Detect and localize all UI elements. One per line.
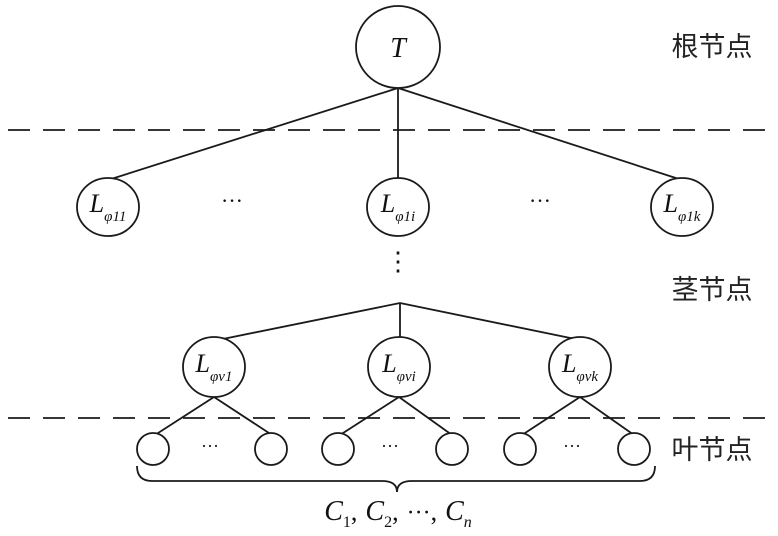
root-level-label: 根节点 [672,32,753,63]
last-level-node-left-label: Lφv1 [195,349,233,385]
class-labels: C1,C2,···,Cn [324,496,472,531]
leaf-node-4 [435,432,469,466]
leaf-ellipsis-1: ··· [201,436,219,456]
edge-leaf-6 [579,396,635,436]
edge-leaf-5 [521,396,581,436]
edge-stem-to-last-right [399,302,581,341]
edge-root-to-first-left [107,87,399,181]
leaf-ellipsis-2: ··· [381,436,399,456]
first-level-node-left-label: Lφ11 [89,189,127,225]
stem-level-label: 茎节点 [672,275,753,306]
first-level-ellipsis-right: ··· [529,188,551,213]
vertical-ellipsis: ⋮ [385,247,411,276]
first-level-node-left [76,177,140,237]
last-level-node-middle [367,336,431,398]
edge-leaf-1 [154,396,215,436]
leaf-node-2 [254,432,288,466]
first-level-node-middle-label: Lφ1i [380,189,415,225]
leaf-level-label: 叶节点 [672,435,753,466]
leaf-node-3 [321,432,355,466]
edge-stem-to-last-left [217,302,401,341]
edge-leaf-4 [398,396,453,436]
leaf-node-1 [136,432,170,466]
first-level-node-right [650,177,714,237]
root-node [355,5,441,89]
leaf-node-5 [503,432,537,466]
last-level-node-right [548,336,612,398]
root-node-label: T [390,33,408,64]
edge-leaf-3 [339,396,400,436]
leaf-brace [136,465,656,493]
last-level-node-middle-label: Lφvi [381,349,416,385]
first-level-ellipsis-left: ··· [221,188,243,213]
edge-root-to-first-right [397,87,683,181]
last-level-node-right-label: Lφvk [561,349,598,385]
leaf-node-6 [617,432,651,466]
first-level-node-right-label: Lφ1k [663,189,701,225]
edge-leaf-2 [213,396,273,436]
first-level-node-middle [366,177,430,237]
last-level-node-left [182,336,246,398]
leaf-ellipsis-3: ··· [563,436,581,456]
